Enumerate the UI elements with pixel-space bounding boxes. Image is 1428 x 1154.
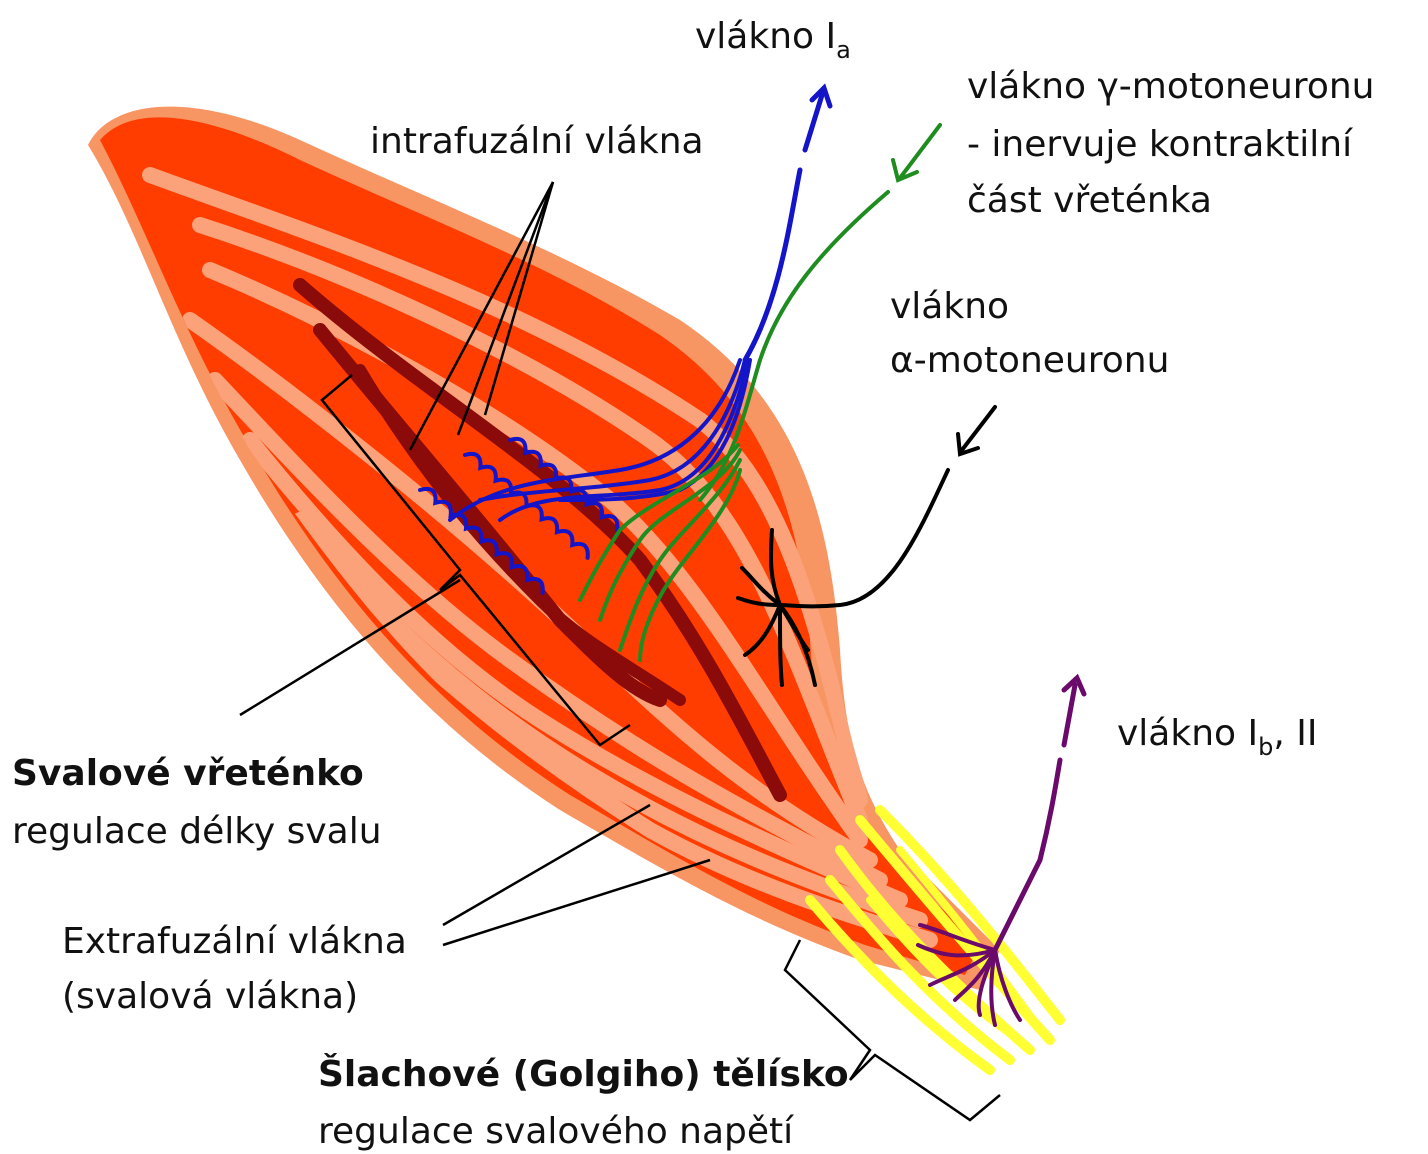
alpha-branch (780, 605, 782, 685)
label-extrafuzalni-line1: Extrafuzální vlákna (62, 921, 407, 962)
label-slachove-telisko-desc: regulace svalového napětí (318, 1111, 794, 1152)
muscle-belly (88, 107, 1000, 990)
ia-axon-upper (805, 95, 822, 150)
label-extrafuzalni-line2: (svalová vlákna) (62, 976, 358, 1017)
label-svalove-vretenko: Svalové vřeténko (12, 753, 364, 794)
alpha-arrow-line (962, 407, 995, 450)
extrafusal-leader (443, 805, 650, 925)
label-vlakno-gamma-line2: - inervuje kontraktilní (967, 124, 1353, 165)
gamma-arrow-line (900, 125, 940, 178)
ib-axon (995, 760, 1060, 950)
ib-axon-upper (1064, 685, 1075, 745)
label-vlakno-ib: vlákno Ib, II (1117, 713, 1317, 761)
label-vlakno-alpha-line1: vlákno (890, 286, 1009, 327)
label-vlakno-ia: vlákno Ia (695, 16, 851, 64)
label-vlakno-alpha-line2: α-motoneuronu (890, 340, 1169, 381)
label-svalove-vretenko-desc: regulace délky svalu (12, 811, 382, 852)
label-slachove-telisko: Šlachové (Golgiho) tělísko (318, 1053, 849, 1095)
label-vlakno-gamma-line1: vlákno γ-motoneuronu (967, 66, 1374, 107)
label-vlakno-gamma-line3: část vřeténka (967, 180, 1212, 221)
label-intrafuzalni: intrafuzální vlákna (370, 121, 704, 162)
